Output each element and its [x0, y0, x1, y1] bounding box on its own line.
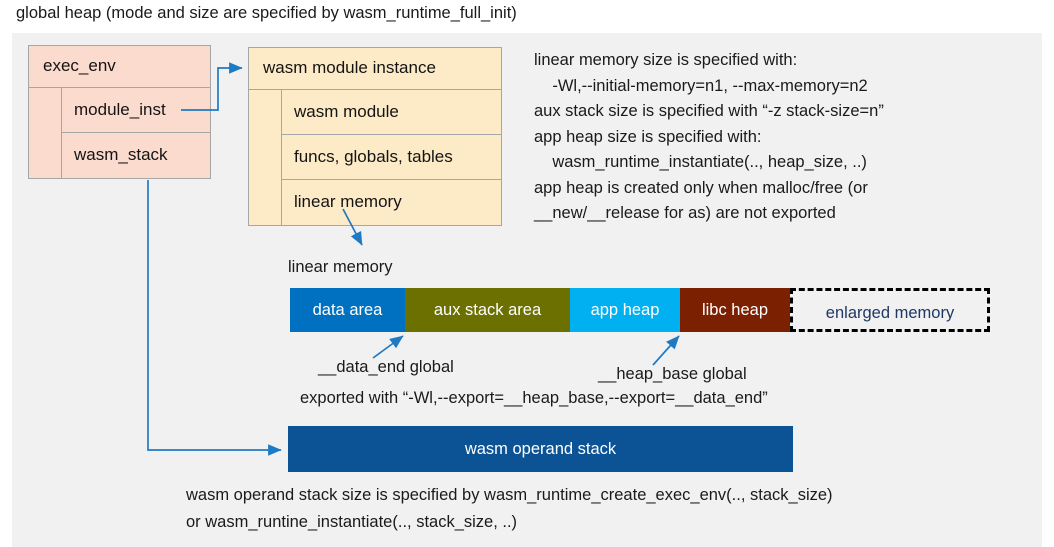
export-flags-note: exported with “-Wl,--export=__heap_base,… [300, 389, 768, 407]
exec-env-row-wasm-stack: wasm_stack [74, 145, 168, 164]
wasm-operand-stack-bar: wasm operand stack [288, 426, 793, 472]
module-instance-body: wasm module funcs, globals, tables linea… [249, 90, 501, 225]
memory-segment-enlarged-memory: enlarged memory [790, 288, 990, 332]
exec-env-row-module-inst: module_inst [62, 88, 210, 133]
operand-stack-note: wasm operand stack size is specified by … [186, 486, 833, 531]
memory-segment-aux-stack-area: aux stack area [405, 288, 570, 332]
memory-segment-data-area: data area [290, 288, 405, 332]
exec-env-rows: module_inst wasm_stack [62, 88, 210, 178]
exec-env-body: module_inst wasm_stack [29, 88, 210, 178]
memory-segment-libc-heap: libc heap [680, 288, 790, 332]
heap-base-global-label: __heap_base global [598, 365, 747, 383]
exec-env-box: exec_env module_inst wasm_stack [28, 45, 211, 179]
module-instance-row-funcs-globals-tables: funcs, globals, tables [282, 135, 501, 180]
data-end-global-label: __data_end global [318, 358, 454, 376]
exec-env-gutter [29, 88, 62, 178]
module-instance-gutter [249, 90, 282, 225]
memory-segment-app-heap: app heap [570, 288, 680, 332]
module-instance-row-linear-memory: linear memory [294, 192, 402, 211]
wasm-module-instance-box: wasm module instance wasm module funcs, … [248, 47, 502, 226]
page-title: global heap (mode and size are specified… [16, 4, 517, 22]
module-instance-rows: wasm module funcs, globals, tables linea… [282, 90, 501, 225]
module-instance-header: wasm module instance [249, 48, 501, 90]
linear-memory-label: linear memory [288, 258, 393, 276]
exec-env-header: exec_env [29, 46, 210, 88]
module-instance-row-wasm-module: wasm module [282, 90, 501, 135]
specification-note: linear memory size is specified with: -W… [534, 51, 884, 222]
